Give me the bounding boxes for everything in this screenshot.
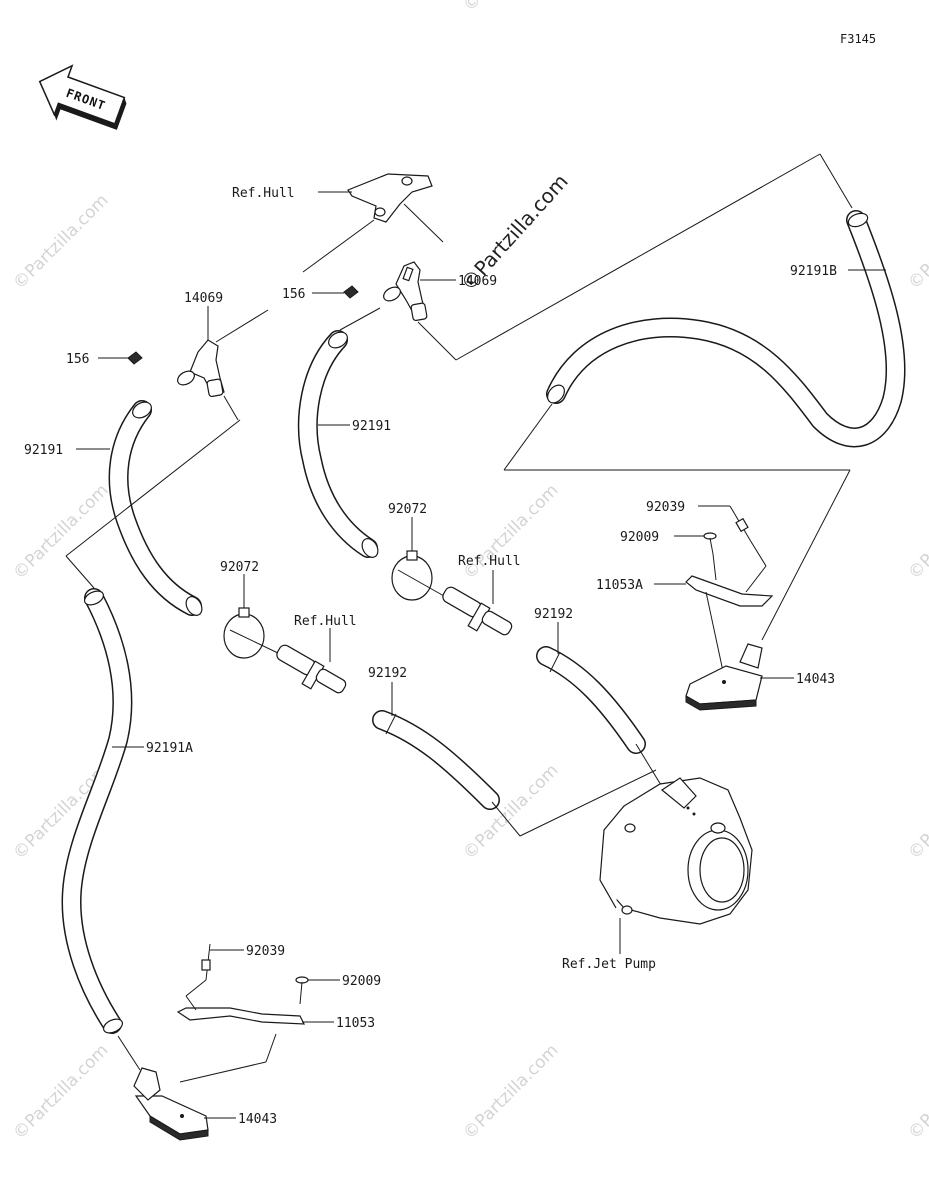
label-14043-right: 14043 [796,672,835,687]
front-arrow: FRONT [38,64,127,130]
rivet-92009-right [703,532,717,555]
label-11053: 11053 [336,1016,375,1031]
hose-92191-left [108,400,203,616]
label-ref-hull-mid-left: Ref.Hull [294,614,357,629]
label-ref-hull-top: Ref.Hull [232,186,295,201]
label-92192-left: 92192 [368,666,407,681]
connector-line [403,203,444,243]
label-156-left: 156 [66,352,89,367]
connector-line [302,219,375,273]
connector-line [223,395,239,421]
label-92039-left: 92039 [246,944,285,959]
figure-code: F3145 [840,32,876,46]
bracket-11053A [685,539,774,607]
hose-92191B [546,210,906,448]
label-92191A: 92191A [146,741,193,756]
label-ref-hull-mid-right: Ref.Hull [458,554,521,569]
connector-line [503,403,553,471]
fitting-14069-left [177,339,225,398]
label-92009-left: 92009 [342,974,381,989]
connector-line [65,419,241,557]
label-14043-left: 14043 [238,1112,277,1127]
pin-92039-left [201,943,211,981]
clamp-92072-right [391,550,433,601]
label-14069-right: 14069 [458,274,497,289]
label-92039-right: 92039 [646,500,685,515]
connector-line [635,743,665,791]
hose-92191A [61,588,133,1034]
connector-line [117,1035,141,1071]
label-ref-jet-pump: Ref.Jet Pump [562,957,656,972]
bracket-11053 [176,979,305,1025]
connector-line [455,153,821,361]
watermark: ©Partzilla.com [9,1040,112,1143]
watermark: ©Partzilla.com [904,1040,929,1143]
connector-line [491,801,521,837]
watermark: ©Partzilla.com [904,190,929,293]
connector-line [819,153,853,209]
connector-line [339,307,381,331]
strainer-14043-right [685,643,763,711]
watermark: ©Partzilla.com [904,480,929,583]
hose-92192-right [536,646,646,754]
watermark: ©Partzilla.com [904,760,929,863]
bolt-156-right [343,285,359,299]
label-11053A: 11053A [596,578,643,593]
rivet-92009-left [295,976,309,1005]
fitting-14069-right [383,261,428,322]
label-92009-right: 92009 [620,530,659,545]
watermark: ©Partzilla.com [9,190,112,293]
jet-pump [599,777,753,925]
label-92191-mid: 92191 [352,419,391,434]
label-92072-left: 92072 [220,560,259,575]
connector-line [761,469,851,641]
connector-line [265,1033,277,1063]
label-156-right: 156 [282,287,305,302]
watermark: ©Partzilla.com [459,0,562,16]
label-92191-left: 92191 [24,443,63,458]
label-14069-left: 14069 [184,291,223,306]
hose-92191-mid [297,330,379,558]
hose-92192-left [372,710,500,810]
watermark: ©Partzilla.com [459,1040,562,1143]
label-92192-right: 92192 [534,607,573,622]
hull-fitting-left [229,629,347,694]
connector-line [705,591,725,677]
bolt-156-left [127,351,143,365]
clamp-92072-left [223,607,265,659]
hull-fitting-right [397,569,513,636]
connector-line [519,769,657,837]
connector-line [65,555,95,589]
connector-line [179,1061,267,1083]
strainer-14043-left [133,1067,209,1141]
pin-92039-right [729,505,751,541]
label-92191B: 92191B [790,264,837,279]
label-92072-right: 92072 [388,502,427,517]
connector-line [417,321,457,361]
hull-bracket-top [347,173,433,223]
connector-line [215,309,269,343]
